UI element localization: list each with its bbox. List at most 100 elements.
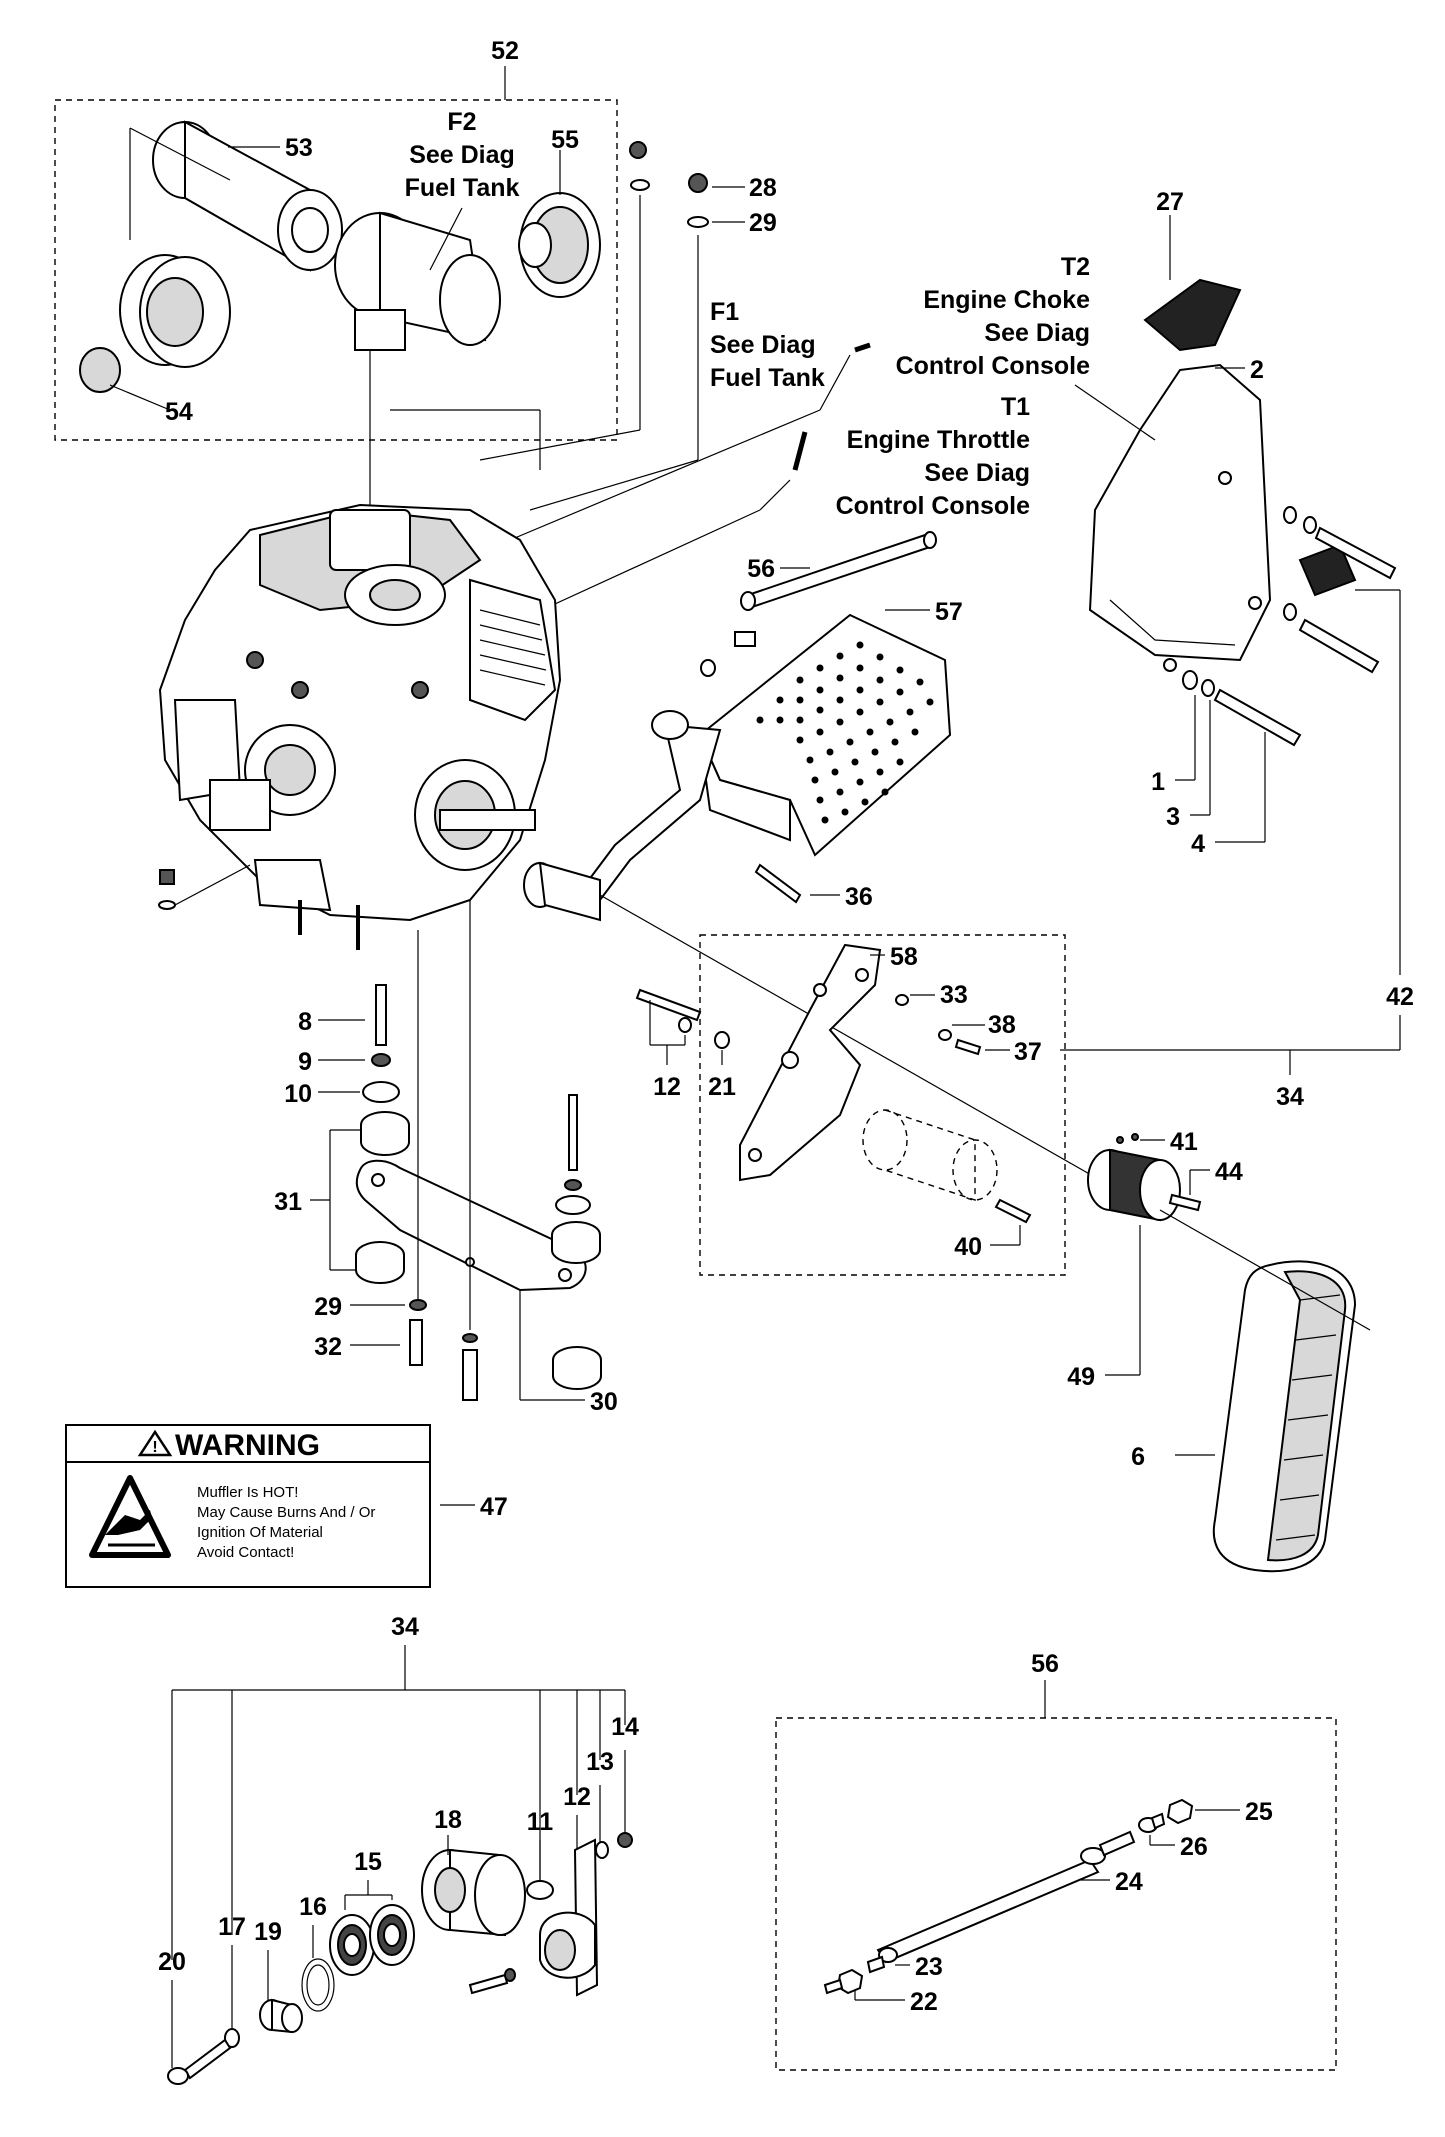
belt-guard-cover — [1088, 363, 1272, 672]
nut-14 — [617, 1832, 633, 1848]
engine-pulley — [1087, 1148, 1181, 1222]
bolt-32 — [409, 1319, 423, 1366]
callout-6: 6 — [1131, 1443, 1145, 1471]
callout-20: 20 — [158, 1948, 186, 1976]
callout-21: 21 — [708, 1073, 736, 1101]
warning-line-3: Ignition Of Material — [197, 1524, 323, 1541]
ref-f2-code: F2 — [447, 108, 476, 136]
ref-f1-code: F1 — [710, 298, 739, 326]
fuel-line-hose — [876, 1830, 1136, 1964]
callout-47: 47 — [480, 1493, 508, 1521]
drive-belt — [1212, 1260, 1357, 1573]
engine-mount-plate — [355, 1159, 587, 1292]
callout-28: 28 — [749, 174, 777, 202]
bolt-20 — [167, 2038, 232, 2085]
washer-13 — [595, 1841, 609, 1859]
cover-bolt-middle — [1283, 603, 1380, 674]
callout-54: 54 — [165, 398, 193, 426]
warning-line-4: Avoid Contact! — [197, 1544, 294, 1561]
callout-26: 26 — [1180, 1833, 1208, 1861]
intake-boot — [518, 192, 601, 298]
warning-triangle-icon — [137, 1429, 173, 1457]
callout-13: 13 — [586, 1748, 614, 1776]
bolt-8 — [375, 984, 387, 1046]
mount-rubber-right-lower — [552, 1346, 602, 1390]
nut-28 — [688, 173, 708, 193]
mount-rubber-right-upper — [551, 1221, 601, 1264]
idler-bracket — [739, 943, 882, 1182]
cover-bolt-upper — [1283, 506, 1397, 580]
bolt-36 — [754, 863, 802, 904]
callout-38: 38 — [988, 1011, 1016, 1039]
idler-pulley-ghost — [862, 1109, 998, 1201]
decal-small — [1298, 543, 1357, 597]
idler-arm-bracket — [539, 1838, 599, 1997]
retaining-ring-16 — [301, 1958, 335, 2012]
fuel-line-group-box — [775, 1717, 1337, 2071]
warning-line-1: Muffler Is HOT! — [197, 1484, 298, 1501]
svg-text:!: ! — [152, 1439, 157, 1456]
washer-29 — [687, 216, 709, 228]
mount-rubber-upper — [360, 1111, 410, 1156]
callout-12-main: 12 — [653, 1073, 681, 1101]
callout-12-detail: 12 — [563, 1783, 591, 1811]
callout-16: 16 — [299, 1893, 327, 1921]
callout-58: 58 — [890, 943, 918, 971]
callout-55: 55 — [551, 126, 579, 154]
callout-29-top: 29 — [749, 209, 777, 237]
nut-25 — [1166, 1798, 1194, 1825]
ref-f2-line2: Fuel Tank — [405, 174, 520, 202]
engine-nut — [159, 869, 175, 885]
callout-33: 33 — [940, 981, 968, 1009]
ref-f1-line1: See Diag — [710, 331, 816, 359]
callout-31: 31 — [274, 1188, 302, 1216]
callout-18: 18 — [434, 1806, 462, 1834]
callout-2: 2 — [1250, 356, 1264, 384]
callout-17: 17 — [218, 1913, 246, 1941]
muffler-heat-shield — [698, 613, 952, 857]
air-filter-element — [152, 120, 343, 272]
washer-29-bottom — [409, 1299, 427, 1311]
filter-cap — [79, 347, 121, 393]
callout-8: 8 — [298, 1008, 312, 1036]
decal-27 — [1143, 278, 1242, 352]
callout-11: 11 — [527, 1808, 554, 1836]
ref-f2-line1: See Diag — [409, 141, 515, 169]
bearing-15-left — [329, 1914, 375, 1976]
callout-53: 53 — [285, 134, 313, 162]
nut-small — [629, 141, 647, 159]
ref-f1-line2: Fuel Tank — [710, 364, 825, 392]
callout-1: 1 — [1151, 768, 1165, 796]
fuel-fitting — [700, 631, 756, 677]
callout-56-detail: 56 — [1031, 1650, 1059, 1678]
bolt-37 — [954, 1038, 982, 1056]
ref-t2-code: T2 — [1061, 253, 1090, 281]
callout-29-bottom: 29 — [314, 1293, 342, 1321]
warning-title: WARNING — [175, 1429, 320, 1462]
warning-line-2: May Cause Burns And / Or — [197, 1504, 375, 1521]
air-filter-cover — [119, 254, 231, 368]
cover-bolt-lower — [1182, 670, 1302, 747]
callout-23: 23 — [915, 1953, 943, 1981]
callout-25: 25 — [1245, 1798, 1273, 1826]
engine-assembly — [158, 503, 562, 922]
callout-3: 3 — [1166, 803, 1180, 831]
callout-14: 14 — [611, 1713, 639, 1741]
fitting-23 — [866, 1947, 898, 1974]
bearing-15-right — [369, 1904, 415, 1966]
callout-15: 15 — [354, 1848, 382, 1876]
key-44 — [1168, 1193, 1202, 1212]
callout-49: 49 — [1067, 1363, 1095, 1391]
bolt-small-detail — [468, 1968, 516, 1995]
washer-21 — [714, 1031, 730, 1049]
mount-rubber-lower — [355, 1241, 405, 1284]
callout-34-main: 34 — [1276, 1083, 1304, 1111]
washer-38 — [938, 1029, 952, 1041]
idler-pulley-18 — [421, 1848, 526, 1937]
air-filter-group-box — [54, 99, 618, 441]
spacer-11 — [526, 1880, 554, 1900]
ref-t2-line1: Engine Choke — [923, 286, 1090, 314]
bolt-12 — [635, 988, 702, 1022]
callout-10: 10 — [284, 1080, 312, 1108]
washer-33 — [895, 994, 909, 1006]
